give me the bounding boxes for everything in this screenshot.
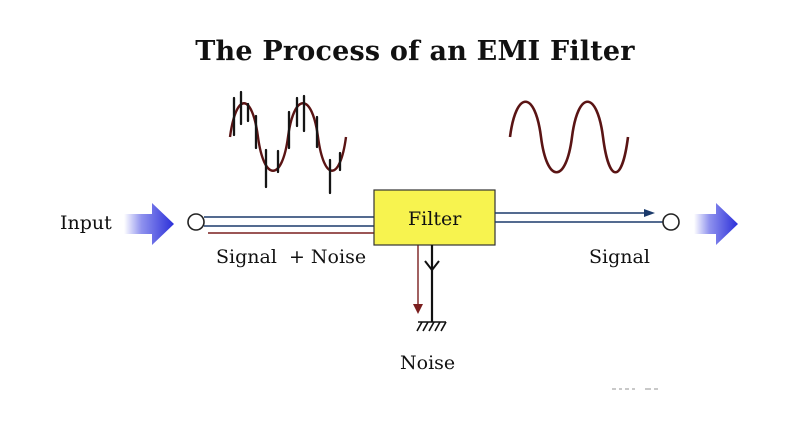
clean-signal-waveform	[508, 100, 630, 174]
noise-path-arrowhead	[413, 304, 423, 314]
noise-label: Noise	[400, 352, 456, 374]
output-arrow-icon	[694, 203, 738, 245]
signal-plus-noise-label: Signal + Noise	[216, 246, 367, 268]
ground-path-chevron	[424, 260, 440, 272]
noisy-signal-waveform	[228, 90, 348, 195]
input-terminal	[187, 213, 205, 231]
signal-output-label: Signal	[589, 246, 650, 268]
filter-box	[373, 189, 496, 246]
watermark-fragment	[612, 388, 658, 390]
output-wire-arrowhead	[644, 209, 655, 217]
input-arrow-icon	[124, 203, 174, 245]
filter-label: Filter	[408, 208, 462, 230]
input-label: Input	[60, 212, 112, 234]
ground-icon	[416, 321, 447, 332]
output-terminal	[662, 213, 680, 231]
diagram-title: The Process of an EMI Filter	[195, 36, 635, 67]
